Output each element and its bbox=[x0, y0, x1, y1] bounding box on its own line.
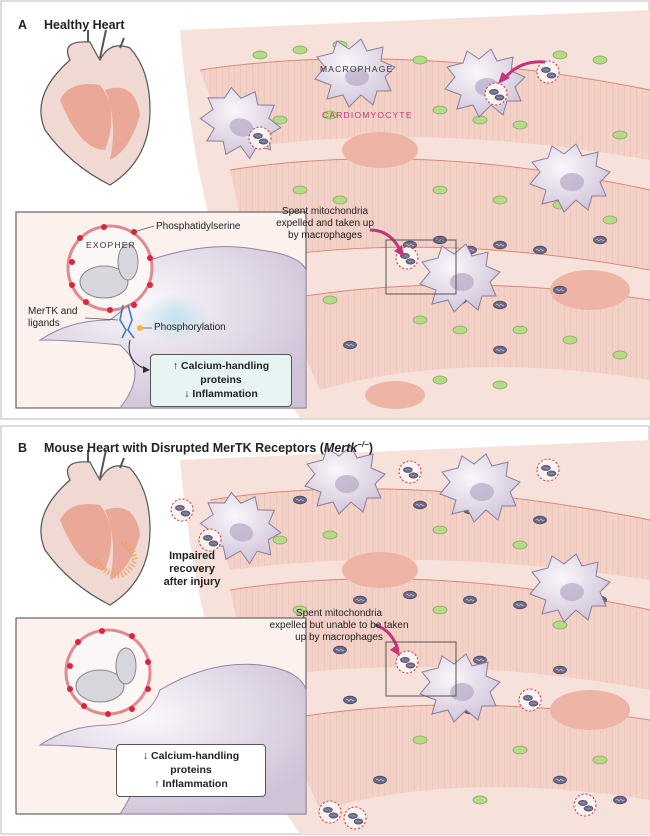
label-exopher: EXOPHER bbox=[86, 240, 136, 250]
impaired-line2: recovery bbox=[169, 563, 215, 576]
label-cardiomyocyte: CARDIOMYOCYTE bbox=[322, 110, 413, 120]
panel-b-title-prefix: Mouse Heart with Disrupted MerTK Recepto… bbox=[44, 441, 324, 456]
panel-a-letter: A bbox=[18, 18, 28, 32]
panel-b-letter: B bbox=[18, 441, 28, 456]
spent-a-line3: by macrophages bbox=[288, 230, 362, 241]
label-spent-mitochondria-a: Spent mitochondria expelled and taken up… bbox=[250, 206, 400, 242]
label-impaired-recovery: Impaired recovery after injury bbox=[152, 550, 232, 590]
label-macrophage: MACROPHAGE bbox=[320, 64, 394, 74]
mertk-line1: MerTK and bbox=[28, 306, 78, 317]
heart-injured-icon bbox=[40, 449, 151, 606]
panel-a-title: A Healthy Heart bbox=[18, 18, 125, 32]
panel-b-frame bbox=[0, 425, 650, 835]
result-a-line2: ↓ Inflammation bbox=[184, 388, 258, 401]
label-phosphatidylserine: Phosphatidylserine bbox=[156, 221, 241, 232]
label-mertk-ligands: MerTK and ligands bbox=[28, 306, 77, 330]
impaired-line3: after injury bbox=[163, 576, 221, 589]
result-box-b: ↓ Calcium-handling proteins ↑ Inflammati… bbox=[116, 744, 266, 797]
mertk-line2: ligands bbox=[28, 318, 60, 329]
result-b-line1: ↓ Calcium-handling proteins bbox=[142, 750, 240, 777]
result-box-a: ↑ Calcium-handling proteins ↓ Inflammati… bbox=[150, 354, 292, 407]
panel-b-title-suffix: ) bbox=[368, 441, 373, 456]
panel-a-title-text: Healthy Heart bbox=[44, 18, 125, 32]
label-phosphorylation: Phosphorylation bbox=[154, 322, 226, 333]
panel-b-title-sup: −/− bbox=[357, 440, 369, 449]
result-a-line1: ↑ Calcium-handling proteins bbox=[172, 360, 270, 387]
spent-b-line2: expelled but unable to be taken bbox=[269, 620, 409, 631]
spent-b-line3: up by macrophages bbox=[295, 632, 383, 643]
heart-icon bbox=[40, 29, 151, 186]
spent-a-line1: Spent mitochondria bbox=[281, 206, 369, 217]
panel-b-title-gene: Mertk bbox=[323, 441, 358, 456]
result-b-line2: ↑ Inflammation bbox=[154, 778, 228, 791]
spent-b-line1: Spent mitochondria bbox=[295, 608, 383, 619]
impaired-line1: Impaired bbox=[169, 550, 215, 562]
panel-b-title: B Mouse Heart with Disrupted MerTK Recept… bbox=[18, 440, 373, 455]
label-spent-mitochondria-b: Spent mitochondria expelled but unable t… bbox=[254, 608, 424, 644]
spent-a-line2: expelled and taken up bbox=[276, 218, 374, 229]
